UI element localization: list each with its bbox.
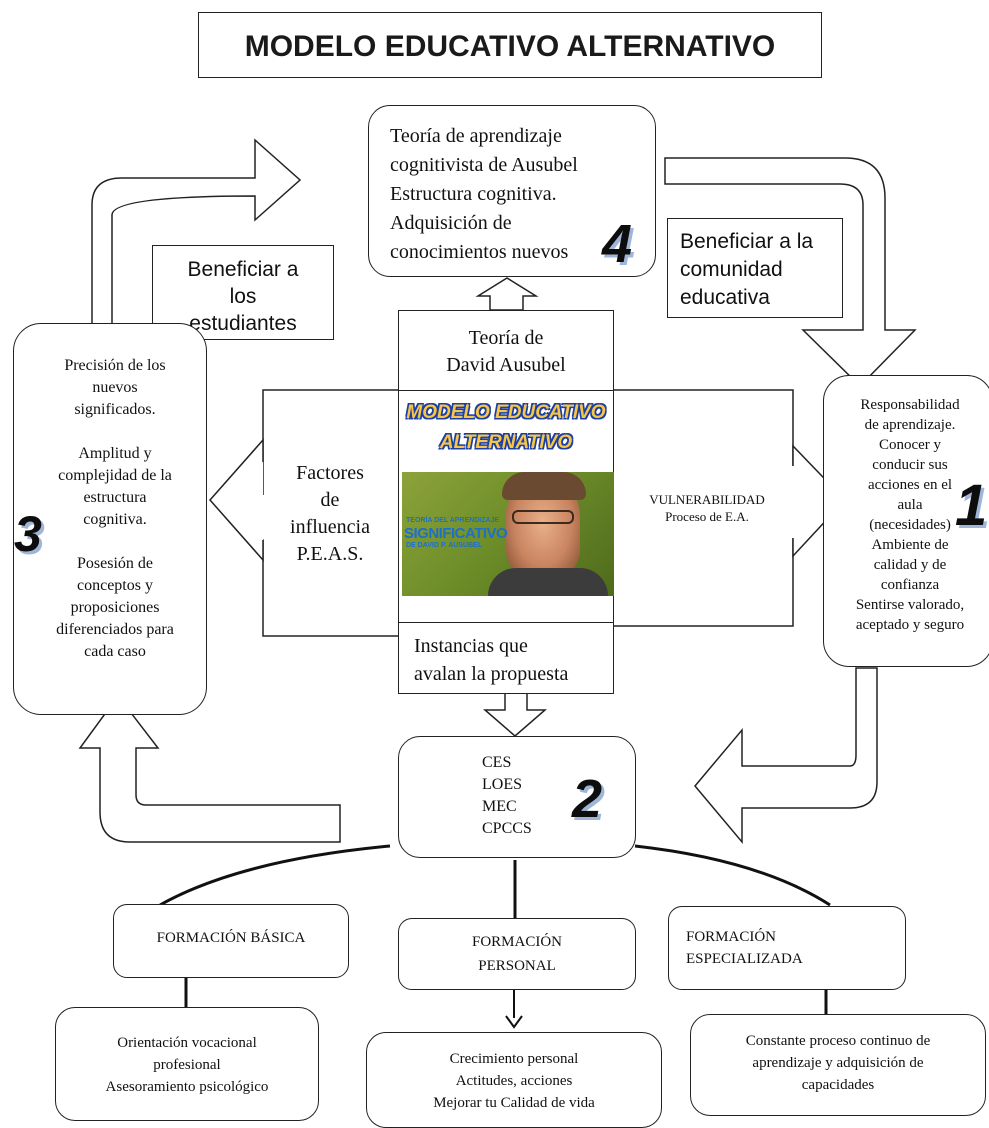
portrait-shoulders [488, 568, 608, 596]
portrait-hair [502, 472, 586, 500]
right-responsibility-box [823, 375, 989, 667]
theory-label: Teoría de David Ausubel [446, 327, 566, 376]
tree-arc-right [634, 844, 831, 907]
community-label-box [667, 218, 843, 318]
detail-specialized-box [690, 1014, 986, 1116]
detail-personal-text: Crecimiento personal Actitudes, acciones… [433, 1051, 595, 1111]
step-number-3: 3 [14, 506, 42, 562]
ausubel-portrait [402, 472, 614, 596]
formation-personal-title: FORMACIÓN PERSONAL [471, 934, 562, 974]
vulnerability-subtitle: Proceso de E.A. [665, 509, 749, 524]
step-number-2: 2 [572, 769, 603, 829]
institutions-list: CES LOES MEC CPCCS [482, 754, 532, 837]
center-image-title: MODELO EDUCATIVO ALTERNATIVO [406, 402, 606, 453]
arrow-right-to-bottom [694, 667, 878, 845]
portrait-glasses [512, 510, 574, 524]
left-benefits-box [13, 323, 207, 715]
community-label: Beneficiar a la comunidad educativa [680, 230, 814, 309]
vulnerability-title: VULNERABILIDAD [649, 492, 765, 507]
students-label: Beneficiar a los estudiantes [187, 258, 299, 335]
institutions-box [398, 736, 636, 858]
top-theory-text: Teoría de aprendizaje cognitivista de Au… [390, 125, 578, 263]
arrow-left-to-top [91, 138, 302, 326]
arrowhead-personal [505, 1015, 523, 1029]
image-caption-bottom: DE DAVID P. AUSUBEL [406, 542, 483, 549]
top-theory-box [368, 105, 656, 277]
arrow-center-up [475, 277, 539, 311]
step-number-4: 4 [602, 214, 633, 274]
arrow-bottom-to-left [78, 694, 341, 843]
arrow-center-down [482, 692, 548, 737]
formation-specialized-box [668, 906, 906, 990]
detail-basic-text: Orientación vocacional profesional Aseso… [105, 1035, 269, 1095]
diagram-title: MODELO EDUCATIVO ALTERNATIVO [244, 30, 776, 63]
left-benefits-text: Precisión de los nuevos significados. Am… [56, 357, 174, 660]
tree-arc-left [159, 844, 391, 907]
detail-basic-box [55, 1007, 319, 1121]
theory-label-box [398, 310, 614, 392]
arrow-head-left [208, 438, 264, 562]
instances-box [398, 622, 614, 694]
factors-label: Factores de influencia P.E.A.S. [290, 462, 370, 565]
image-caption-main: SIGNIFICATIVO [404, 525, 508, 542]
instances-label: Instancias que avalan la propuesta [414, 635, 569, 685]
formation-specialized-title: FORMACIÓN ESPECIALIZADA [686, 929, 803, 967]
step-number-1: 1 [955, 473, 988, 538]
detail-specialized-text: Constante proceso continuo de aprendizaj… [745, 1033, 931, 1093]
formation-basic-box [113, 904, 349, 978]
right-responsibility-text: Responsabilidad de aprendizaje. Conocer … [855, 397, 965, 633]
title-box [198, 12, 822, 78]
formation-personal-box [398, 918, 636, 990]
arrow-center-right [614, 389, 794, 627]
image-caption-top: TEORÍA DEL APRENDIZAJE [406, 517, 500, 524]
formation-basic-title: FORMACIÓN BÁSICA [156, 930, 306, 946]
